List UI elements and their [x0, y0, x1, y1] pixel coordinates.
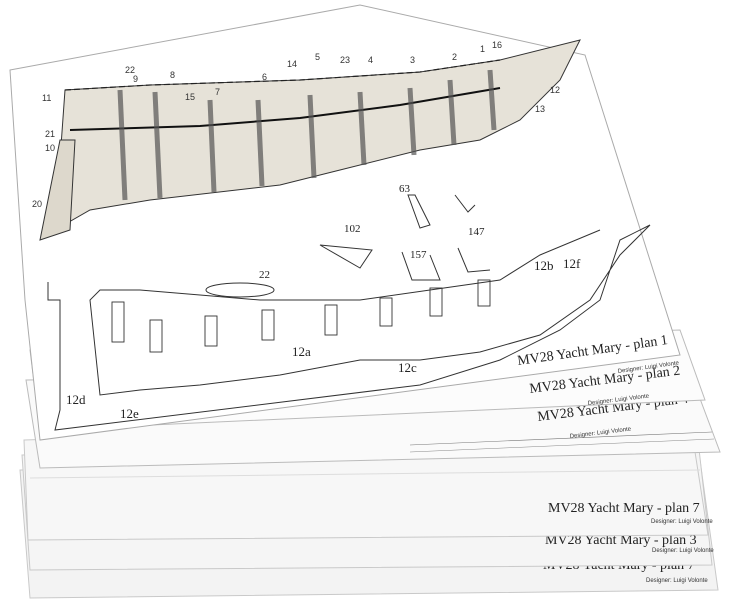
callout: 15	[185, 92, 195, 102]
callout: 22	[125, 65, 135, 75]
callout: 5	[315, 52, 320, 62]
keel-part-drawing	[47, 224, 651, 431]
callout: 9	[133, 74, 138, 84]
part-label: 12f	[563, 256, 581, 271]
callout: 3	[410, 55, 415, 65]
callout: 4	[368, 55, 373, 65]
part-label: 12a	[292, 344, 311, 359]
callout: 16	[492, 40, 502, 50]
callout: 2	[452, 52, 457, 62]
callout: 20	[32, 199, 42, 209]
part-label: 12b	[534, 258, 554, 273]
part-label: 157	[410, 249, 427, 261]
hull-profile-drawing	[39, 39, 581, 241]
part-label: 63	[399, 183, 411, 195]
callout: 8	[170, 70, 175, 80]
sheet-designer: Designer: Luigi Volonte	[651, 519, 713, 525]
part-label: 12e	[120, 406, 139, 421]
part-label: 147	[468, 226, 485, 238]
callout: 7	[215, 87, 220, 97]
sheet-designer: Designer: Luigi Volonte	[646, 578, 708, 584]
callout: 23	[340, 55, 350, 65]
callout: 11	[42, 93, 51, 103]
sheet-title: MV28 Yacht Mary - plan 3	[545, 533, 697, 548]
part-label: 12c	[398, 360, 417, 375]
part-label: 22	[259, 269, 270, 281]
part-label: 102	[344, 223, 361, 235]
callout: 6	[262, 72, 267, 82]
callout: 10	[45, 143, 55, 153]
part-label: 12d	[66, 392, 86, 407]
callout: 1	[480, 44, 485, 54]
detail-parts	[205, 194, 491, 298]
callout: 12	[550, 85, 560, 95]
sheet-title: MV28 Yacht Mary - plan 7	[548, 501, 700, 516]
sheet-designer: Designer: Luigi Volonte	[652, 548, 714, 554]
hull-callouts: 22 9 8 15 7 6 14 5 23 4 3 2 1 16 11 12 1…	[32, 40, 560, 209]
callout: 21	[45, 129, 55, 139]
part-labels: 12a 12b 12c 12d 12e 12f 22 102 157 147 6…	[66, 183, 581, 421]
callout: 14	[287, 59, 297, 69]
callout: 13	[535, 104, 545, 114]
sheet-1: MV28 Yacht Mary - plan 1 Designer: Luigi…	[9, 4, 681, 441]
